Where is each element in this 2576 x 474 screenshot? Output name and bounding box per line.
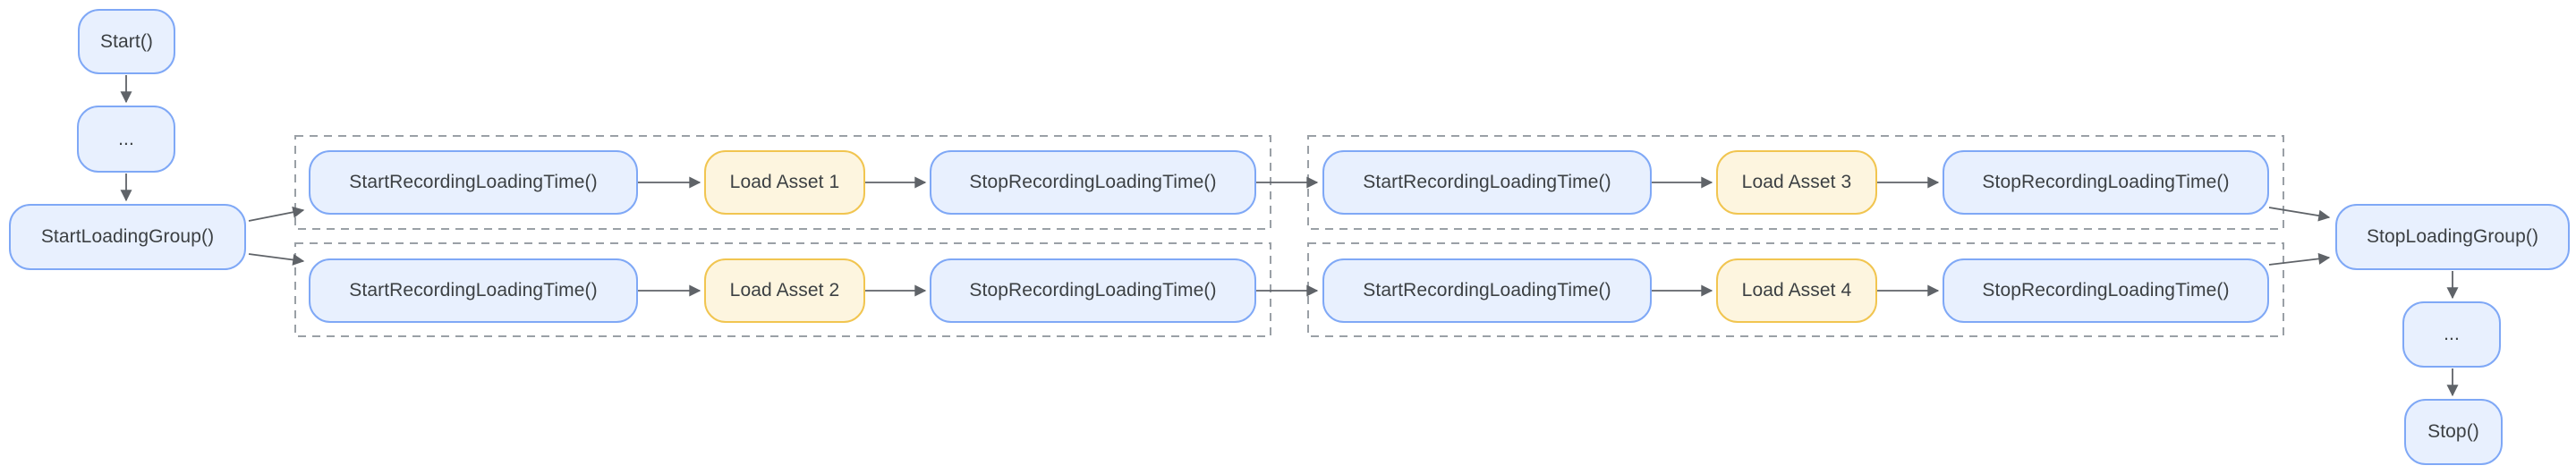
node-group2-row2-start-recording: StartRecordingLoadingTime() (1322, 258, 1652, 323)
node-stop: Stop() (2404, 399, 2503, 465)
node-start-loading-group: StartLoadingGroup() (9, 204, 246, 270)
node-load-asset-1: Load Asset 1 (704, 150, 865, 215)
node-group1-row1-start-recording: StartRecordingLoadingTime() (309, 150, 638, 215)
node-group1-row2-stop-recording: StopRecordingLoadingTime() (930, 258, 1256, 323)
node-load-asset-2: Load Asset 2 (704, 258, 865, 323)
node-load-asset-4: Load Asset 4 (1716, 258, 1877, 323)
node-group2-row2-stop-recording: StopRecordingLoadingTime() (1943, 258, 2269, 323)
node-group1-row2-start-recording: StartRecordingLoadingTime() (309, 258, 638, 323)
loading-group-box-1-row-2 (294, 242, 1271, 337)
node-group1-row1-stop-recording: StopRecordingLoadingTime() (930, 150, 1256, 215)
arrow-row1-to-stoploadinggroup (2268, 207, 2331, 222)
node-load-asset-3: Load Asset 3 (1716, 150, 1877, 215)
arrow-startloadinggroup-to-row2 (248, 253, 305, 266)
arrow-row2-to-stoploadinggroup (2268, 252, 2331, 266)
node-start: Start() (78, 9, 175, 74)
node-ellipsis-bottom: ... (2402, 301, 2501, 368)
node-group2-row1-stop-recording: StopRecordingLoadingTime() (1943, 150, 2269, 215)
arrow-startloadinggroup-to-row1 (248, 206, 305, 222)
node-ellipsis-top: ... (77, 106, 175, 173)
node-group2-row1-start-recording: StartRecordingLoadingTime() (1322, 150, 1652, 215)
node-stop-loading-group: StopLoadingGroup() (2335, 204, 2570, 270)
